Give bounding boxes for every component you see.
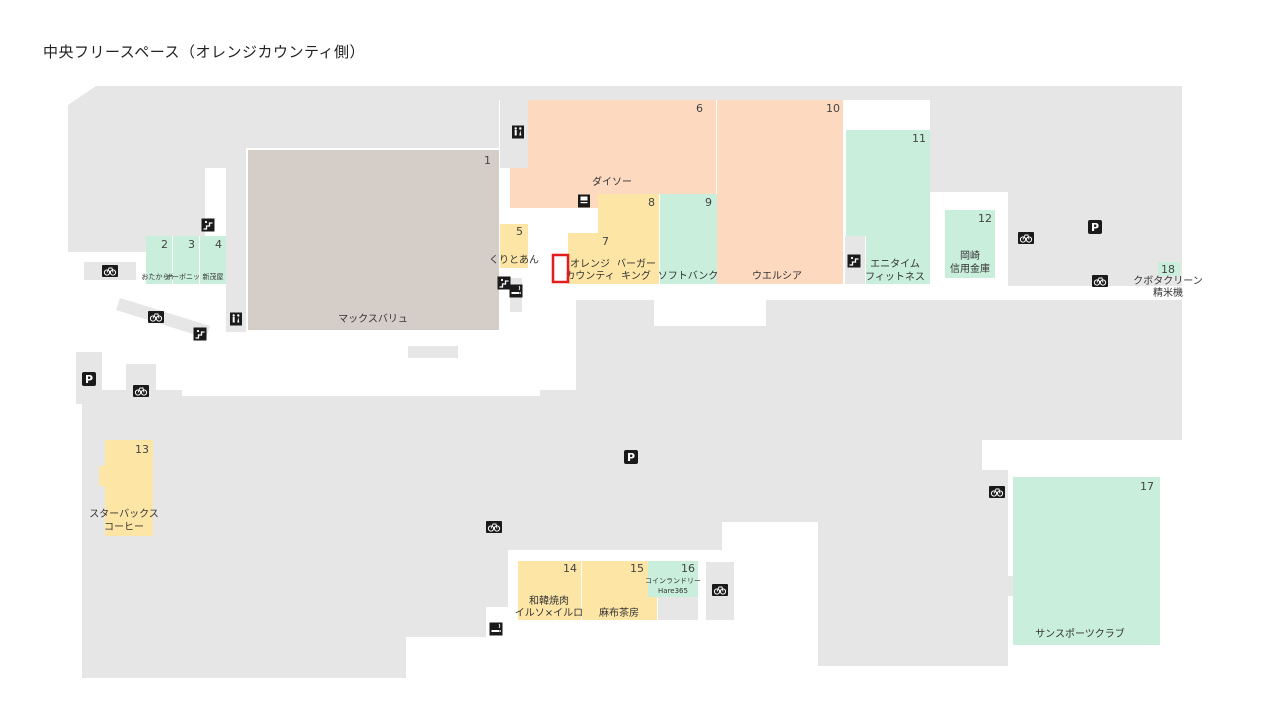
store-name-line2: フィットネス [865, 271, 925, 283]
store-number: 16 [681, 562, 695, 575]
store-name: 新茂屋 [203, 272, 224, 281]
store-number: 13 [135, 443, 149, 456]
store-name: おたからや [142, 273, 177, 281]
store-number: 17 [1140, 480, 1154, 493]
store-number: 4 [215, 238, 222, 251]
store-number: 10 [826, 102, 840, 115]
store-welcia[interactable]: 10 ウエルシア [717, 100, 843, 284]
store-name-line2: Hare365 [658, 587, 688, 595]
store-name-line2: キング [621, 269, 651, 282]
store-orange-county[interactable]: 7 オレンジ カウンティ [565, 233, 618, 284]
stairs-icon [200, 217, 216, 233]
store-number: 14 [563, 562, 577, 575]
store-name-line1: エニタイム [870, 258, 920, 270]
store-name-line2: 信用金庫 [950, 262, 990, 275]
building-number: 1 [484, 154, 491, 167]
store-name: 麻布茶房 [599, 606, 639, 619]
store-iruso-iruro[interactable]: 14 和韓焼肉 イルソ×イルロ [515, 561, 583, 620]
store-azabu-sabo[interactable]: 15 麻布茶房 [582, 561, 657, 620]
store-sun-sports-club[interactable]: 17 サンスポーツクラブ [1013, 477, 1160, 645]
store-daiso[interactable]: 6 ダイソー [510, 100, 716, 208]
floor-areas [68, 86, 1182, 678]
store-name-line1: 和韓焼肉 [529, 594, 569, 607]
store-name-line1: バーガー [616, 258, 656, 270]
bicycle-parking-icon [132, 384, 150, 398]
store-name: オーボニッツ [165, 273, 207, 281]
store-number: 18 [1161, 263, 1175, 276]
store-name: ソフトバンク [658, 270, 719, 282]
bicycle-parking-icon [988, 485, 1006, 499]
store-name-line1: コインランドリー [645, 577, 701, 585]
bicycle-parking-icon [485, 520, 503, 534]
store-name-line1: オレンジ [570, 258, 610, 270]
store-number: 12 [978, 212, 992, 225]
store-starbucks[interactable]: 13 スターバックス コーヒー [89, 440, 159, 536]
store-name-line2: 精米機 [1153, 286, 1183, 299]
store-number: 6 [696, 102, 703, 115]
store-number: 3 [188, 238, 195, 251]
store-name: ダイソー [592, 175, 632, 188]
store-name-line2: イルソ×イルロ [515, 608, 583, 619]
store-name: ウエルシア [752, 270, 802, 282]
store-4[interactable]: 4 新茂屋 [200, 236, 226, 284]
store-kubota-clean[interactable]: 18 クボタクリーン 精米機 [1133, 262, 1203, 299]
toilet-icon [512, 125, 524, 139]
toilet-icon [230, 312, 242, 326]
store-number: 5 [516, 225, 523, 238]
store-name-line1: スターバックス [89, 508, 159, 520]
parking-icon [82, 372, 96, 387]
bicycle-parking-icon [147, 310, 165, 324]
store-okazaki-shinkin[interactable]: 12 岡崎 信用金庫 [945, 210, 995, 278]
atm-icon [578, 194, 590, 208]
store-number: 9 [705, 196, 712, 209]
store-number: 2 [161, 238, 168, 251]
smoking-area-icon [489, 622, 503, 636]
bicycle-parking-icon [1091, 274, 1109, 288]
page-title: 中央フリースペース（オレンジカウンティ側） [43, 43, 366, 61]
store-number: 15 [630, 562, 644, 575]
store-number: 7 [602, 235, 609, 248]
max-valu-building[interactable]: 1 マックスバリュ [248, 150, 499, 330]
parking-icon [624, 450, 638, 465]
store-name: サンスポーツクラブ [1035, 627, 1125, 640]
store-anytime-fitness[interactable]: 11 エニタイム フィットネス [846, 130, 930, 284]
bicycle-parking-icon [101, 264, 119, 278]
store-softbank[interactable]: 9 ソフトバンク [658, 194, 719, 284]
building-name: マックスバリュ [338, 313, 408, 325]
parking-icon [1088, 220, 1102, 235]
stairs-icon [496, 275, 512, 291]
store-3[interactable]: 3 オーボニッツ [165, 236, 207, 284]
store-name: くりとあん [489, 254, 539, 266]
store-2[interactable]: 2 おたからや [142, 236, 177, 284]
bicycle-parking-icon [711, 583, 729, 597]
store-coin-laundry[interactable]: 16 コインランドリー Hare365 [645, 561, 701, 620]
stairs-icon [192, 326, 208, 342]
smoking-area-icon [509, 284, 523, 298]
stairs-icon [846, 253, 862, 269]
bicycle-parking-icon [1017, 231, 1035, 245]
store-name-line2: コーヒー [104, 521, 144, 533]
store-number: 8 [648, 196, 655, 209]
current-location-marker [551, 253, 570, 284]
store-name-line1: クボタクリーン [1133, 275, 1203, 287]
store-name-line1: 岡崎 [960, 249, 980, 262]
store-kuri-to-an[interactable]: 5 くりとあん [489, 224, 539, 268]
store-name-line2: カウンティ [565, 270, 614, 282]
store-number: 11 [912, 132, 926, 145]
